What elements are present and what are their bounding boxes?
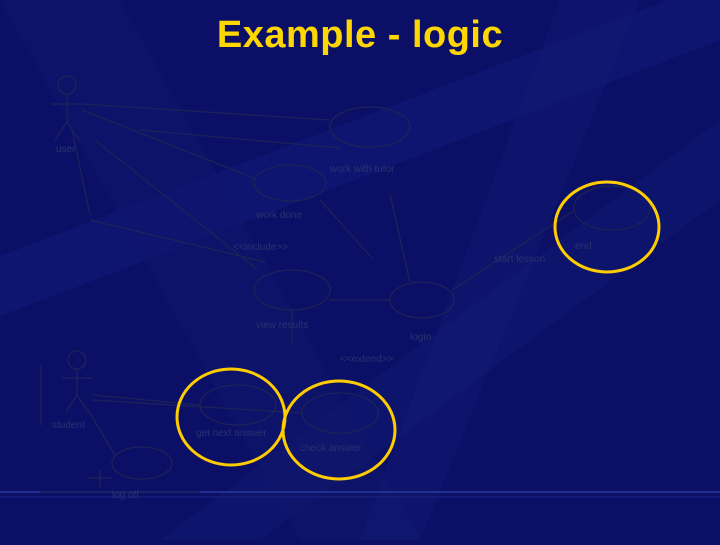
use-case-oval (329, 106, 411, 148)
actor-bottom (88, 470, 112, 488)
association-line (89, 219, 266, 263)
diagram-label: view results (256, 320, 308, 331)
association-line (389, 194, 411, 283)
association-line (71, 129, 91, 216)
diagram-label: log off (112, 490, 139, 501)
diagram-label: <<extend>> (340, 354, 394, 365)
use-case-oval (253, 164, 327, 202)
diagram-label: student (52, 420, 85, 431)
association-line (319, 199, 373, 259)
diagram-label: work with tutor (329, 164, 395, 175)
association-line (81, 103, 331, 121)
diagram-label: user (56, 144, 76, 155)
highlight-circle-low-mid (281, 379, 397, 481)
slide-title: Example - logic (216, 14, 504, 56)
use-case-oval (301, 392, 379, 434)
diagram-label: <<include>> (233, 242, 288, 253)
highlight-circle-far-right (553, 180, 661, 274)
actor-student (62, 350, 92, 413)
actor-user (52, 75, 82, 141)
use-case-oval (253, 269, 331, 311)
association-line (91, 394, 201, 406)
diagram-label: get next answer (196, 428, 267, 439)
diagram-label: end (575, 241, 592, 252)
diagram-label: work done (255, 210, 303, 221)
use-case-oval (389, 281, 455, 319)
use-case-oval (111, 446, 173, 480)
association-line (94, 139, 259, 271)
diagram-label: login (410, 332, 431, 343)
association-line (81, 109, 255, 179)
association-line (87, 409, 116, 456)
association-line (91, 399, 303, 414)
diagram-label: check answer (300, 443, 362, 454)
diagram-label: start lesson (494, 254, 545, 265)
use-case-oval (573, 185, 651, 231)
association-line (139, 129, 341, 149)
use-case-oval (199, 384, 277, 426)
